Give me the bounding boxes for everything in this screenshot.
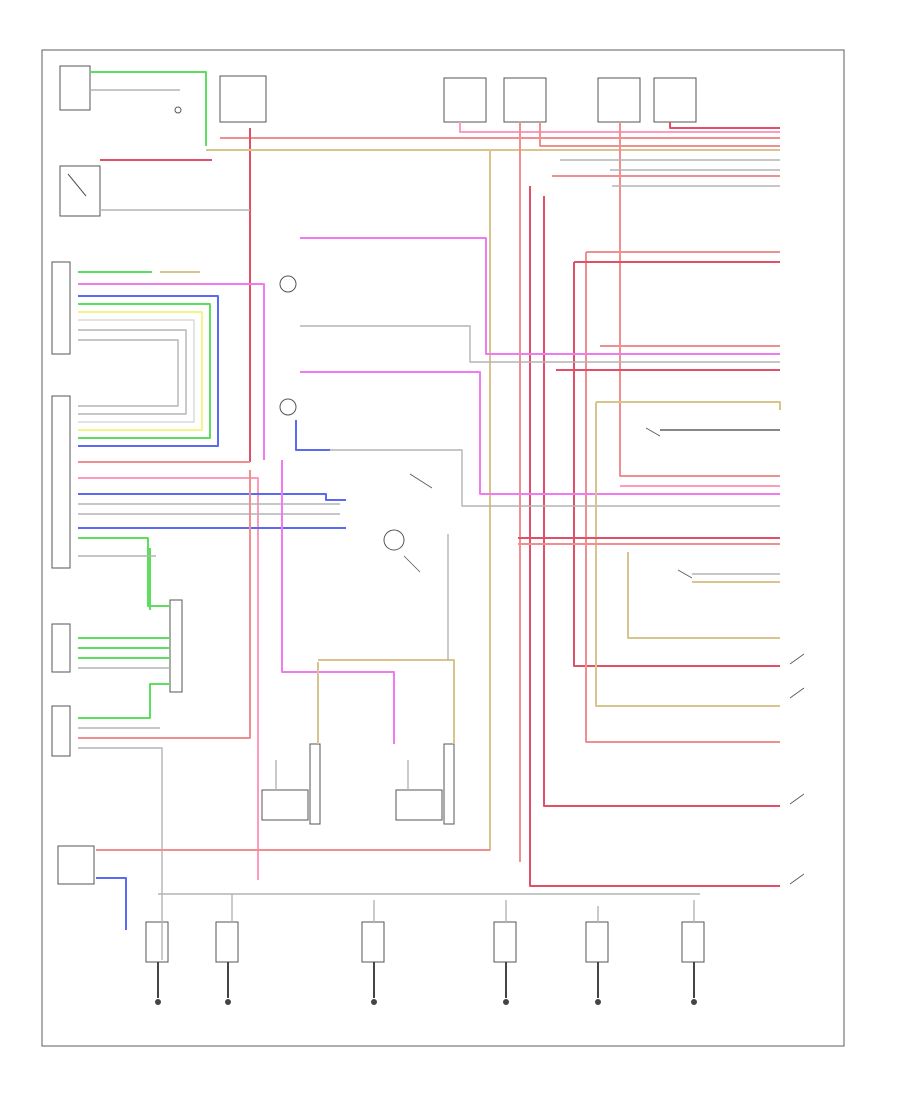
- wire-dark-red: [573, 262, 780, 667]
- wire-pink: [78, 477, 259, 880]
- ground-icon: [595, 999, 601, 1005]
- wire-dark-red: [543, 196, 780, 807]
- wires: [78, 71, 781, 998]
- ground-icon: [691, 999, 697, 1005]
- motor-icon: [383, 529, 405, 551]
- wire-tan: [595, 402, 780, 707]
- wire-pink: [459, 122, 780, 133]
- switch-icon: [789, 653, 805, 665]
- wire-yellow: [78, 311, 203, 431]
- lamp-icon: [585, 921, 609, 963]
- switch-icon: [57, 845, 95, 885]
- wire-tan: [596, 401, 781, 410]
- wire-magenta: [78, 283, 265, 460]
- diagram-frame: [41, 49, 845, 1047]
- lamp-icon: [681, 921, 705, 963]
- wire-gray: [78, 747, 163, 960]
- switch-icon: [403, 555, 421, 573]
- switch-icon: [789, 687, 805, 699]
- wire-white-wire: [78, 319, 195, 423]
- ground-icon: [371, 999, 377, 1005]
- connector-icon: [51, 261, 71, 355]
- switch-icon: [789, 873, 805, 885]
- wire-magenta: [300, 237, 780, 355]
- motor-icon: [443, 743, 455, 825]
- connector-icon: [51, 705, 71, 757]
- motor-icon: [279, 398, 297, 416]
- wire-green: [78, 303, 211, 439]
- switch-icon: [67, 173, 87, 197]
- ground-icon: [225, 999, 231, 1005]
- ground-icons: [155, 999, 697, 1005]
- switch-icon: [645, 427, 661, 437]
- wire-green: [90, 71, 207, 146]
- fuse-icon: [597, 77, 641, 123]
- wire-magenta: [281, 460, 395, 744]
- wire-dark-red: [529, 186, 780, 887]
- lamp-icon: [361, 921, 385, 963]
- ground-icon: [503, 999, 509, 1005]
- wire-blue: [78, 493, 346, 501]
- wire-green: [78, 683, 170, 719]
- switch-icon: [59, 165, 101, 217]
- wire-red: [619, 122, 780, 477]
- fuse-icon: [503, 77, 547, 123]
- connector-icon: [51, 395, 71, 569]
- wire-magenta: [300, 371, 780, 495]
- switch-icon: [409, 473, 433, 489]
- wire-tan: [627, 552, 780, 639]
- wire-gray: [78, 329, 187, 415]
- wire-gray: [330, 449, 780, 507]
- connector-icon: [169, 599, 183, 693]
- ground-icon: [155, 999, 161, 1005]
- lamp-icon: [145, 921, 169, 963]
- wire-red: [539, 122, 780, 147]
- wire-blue: [295, 420, 330, 451]
- fuse-icon: [219, 75, 267, 123]
- motor-icon: [279, 275, 297, 293]
- switch-icon: [677, 569, 693, 579]
- fuse-icon: [443, 77, 487, 123]
- wire-gray: [78, 339, 179, 407]
- lamp-icon: [215, 921, 239, 963]
- door-lock-actuator-icon: [395, 789, 443, 821]
- wire-red: [585, 252, 780, 743]
- wire-green: [78, 537, 170, 607]
- fuse-icon: [653, 77, 697, 123]
- door-lock-actuator-icon: [261, 789, 309, 821]
- wire-red: [78, 470, 251, 739]
- switch-icon: [59, 65, 91, 111]
- wire-tan: [318, 659, 455, 744]
- connector-icon: [51, 623, 71, 673]
- ground-icon: [174, 106, 182, 114]
- wire-blue: [78, 295, 219, 447]
- wire-tan: [96, 150, 491, 851]
- switch-icon: [789, 793, 805, 805]
- motor-icon: [309, 743, 321, 825]
- wire-gray: [300, 325, 780, 363]
- wire-blue: [96, 877, 127, 930]
- lamp-icon: [493, 921, 517, 963]
- wire-dark-red: [669, 122, 780, 129]
